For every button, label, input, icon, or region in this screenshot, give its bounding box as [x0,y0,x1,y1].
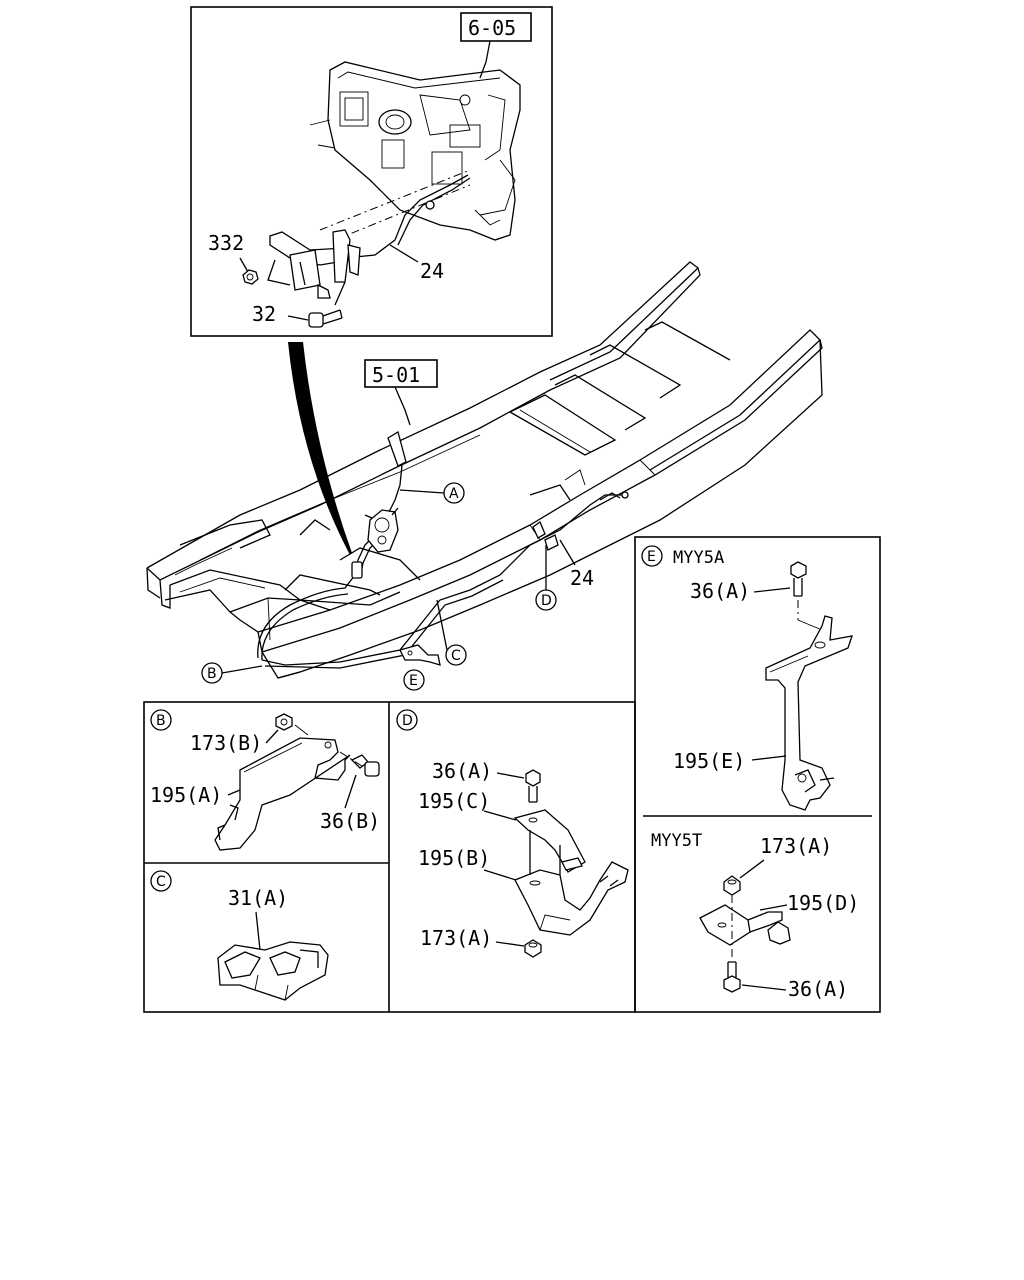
callout-24-inset: 24 [420,259,444,283]
ref-box-6-05 [460,12,532,42]
bolt-36b-icon [350,754,380,777]
cab-panel-drawing [309,61,521,241]
detail-d: D 36(A) 195(C) 195(B) 173(A) [396,709,629,958]
label-36a-e: 36(A) [690,579,750,603]
main-harness-drawing [257,430,629,669]
label-195e: 195(E) [673,749,745,773]
letter-e: E [409,673,418,689]
letter-c-marker [445,644,467,666]
ref-box-5-01 [364,359,438,388]
panel-e-frame [634,536,881,1013]
bracket-195b-icon [514,830,629,936]
letter-e-marker [403,669,425,691]
letter-b: B [207,666,217,682]
inset-bracket [267,229,361,299]
label-36a-d: 36(A) [432,759,492,783]
inset-top-frame [190,6,553,337]
ref-label-5-01: 5-01 [372,363,420,387]
detail-b-letter: B [156,713,166,729]
label-31a: 31(A) [228,886,288,910]
bolt-32-icon [308,309,343,328]
sensor-a-icon [364,507,399,553]
letter-d: D [541,593,552,609]
detail-d-letter: D [402,713,413,729]
bracket-195a-icon [214,737,351,851]
main-callouts: A B C D E 24 [201,482,594,691]
bracket-195d-icon [699,904,791,946]
label-36a-e2: 36(A) [788,977,848,1001]
chassis-frame-drawing: 5-01 [146,261,823,679]
variant-myy5a: MYY5A [673,548,724,568]
detail-c-letter: C [156,874,166,890]
letter-a: A [449,486,459,502]
label-173a-e: 173(A) [760,834,832,858]
inset-pointer-arrow [288,342,352,555]
inset-top: 6-05 [190,6,553,337]
detail-b: B 173(B) 195(A) 36(B) [150,709,380,851]
label-195c: 195(C) [418,789,490,813]
callout-24-main: 24 [570,566,594,590]
letter-c: C [451,648,461,664]
bracket-195c-icon [513,809,586,873]
detail-e-letter: E [647,549,656,565]
ref-label-6-05: 6-05 [468,16,516,40]
bolt-36a-d-icon [525,769,541,803]
variant-myy5t: MYY5T [651,831,702,851]
label-173b: 173(B) [190,731,262,755]
detail-c: C 31(A) [150,870,329,1001]
nut-173a-d-icon [524,939,542,958]
detail-e: E MYY5A 36(A) 195(E) MYY5T 173(A) [641,545,859,1001]
bracket-195e-icon [765,615,853,811]
callout-332: 332 [208,231,244,255]
bracket-e-small-icon [399,644,441,666]
nut-332-icon [242,269,259,285]
bolt-36a-e-icon [790,561,807,597]
label-36b: 36(B) [320,809,380,833]
clip-31a-icon [217,941,329,1001]
label-195d: 195(D) [787,891,859,915]
bolt-36a-e2-icon [723,961,741,993]
nut-173a-e-icon [723,875,741,896]
label-195a: 195(A) [150,783,222,807]
callout-32: 32 [252,302,276,326]
nut-173b-icon [275,713,293,731]
label-173a-d: 173(A) [420,926,492,950]
label-195b: 195(B) [418,846,490,870]
detail-panels [143,536,881,1013]
